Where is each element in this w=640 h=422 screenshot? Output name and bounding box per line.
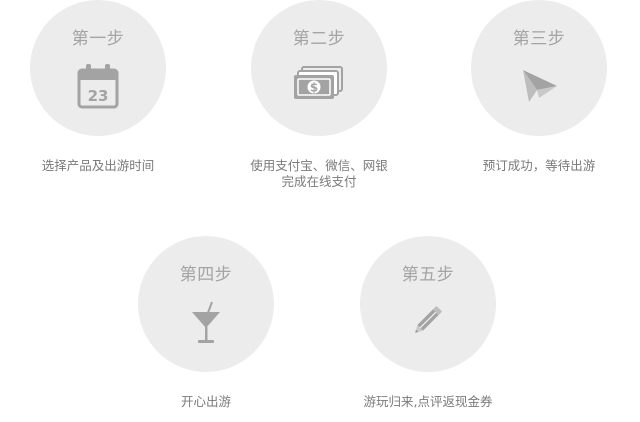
step-2: 第二步 $ 使用支付宝、微信、网银 完成在线支付 [229, 0, 409, 190]
step-5-circle: 第五步 [360, 236, 496, 372]
step-4: 第四步 开心出游 [116, 236, 296, 410]
svg-text:$: $ [310, 81, 318, 95]
step-3-caption-line-1: 预订成功，等待出游 [482, 158, 596, 173]
step-5-caption-line-1: 游玩归来,点评返现金券 [363, 394, 493, 409]
step-5-title: 第五步 [401, 265, 455, 285]
money-icon: $ [251, 64, 387, 112]
step-3-circle: 第三步 [471, 0, 607, 136]
step-4-title: 第四步 [179, 265, 233, 285]
step-3: 第三步 预订成功，等待出游 [449, 0, 629, 174]
step-2-caption-line-1: 使用支付宝、微信、网银 [250, 158, 388, 173]
step-5: 第五步 游玩归来,点评返现金券 [338, 236, 518, 410]
pencil-icon [360, 300, 496, 348]
step-2-circle: 第二步 $ [251, 0, 387, 136]
step-1-caption: 选择产品及出游时间 [8, 158, 188, 174]
cocktail-icon [138, 300, 274, 348]
calendar-icon: 23 [30, 64, 166, 112]
calendar-day-text: 23 [88, 87, 109, 105]
step-4-circle: 第四步 [138, 236, 274, 372]
step-3-title: 第三步 [512, 29, 566, 49]
step-5-caption: 游玩归来,点评返现金券 [338, 394, 518, 410]
step-4-caption: 开心出游 [116, 394, 296, 410]
step-2-caption: 使用支付宝、微信、网银 完成在线支付 [229, 158, 409, 190]
step-1-circle: 第一步 23 [30, 0, 166, 136]
step-2-caption-line-2: 完成在线支付 [281, 174, 357, 189]
step-3-caption: 预订成功，等待出游 [449, 158, 629, 174]
step-4-caption-line-1: 开心出游 [180, 394, 231, 409]
step-1: 第一步 23 选择产品及出游时间 [8, 0, 188, 174]
step-1-title: 第一步 [71, 29, 125, 49]
step-1-caption-line-1: 选择产品及出游时间 [41, 158, 155, 173]
paper-plane-icon [471, 64, 607, 112]
step-2-title: 第二步 [292, 29, 346, 49]
